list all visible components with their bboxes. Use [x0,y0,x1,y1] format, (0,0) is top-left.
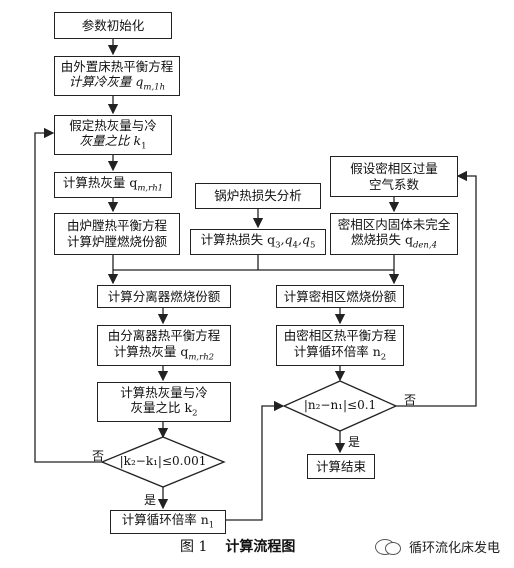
furnace-line1: 由炉膛热平衡方程 [66,218,167,234]
cold-ash-line1: 由外置床热平衡方程 [60,58,174,74]
cold-ash-line2: 计算冷灰量 q [68,74,144,90]
init-box: 参数初始化 [54,12,172,39]
cold-ash-box: 由外置床热平衡方程 计算冷灰量 qm,1h [54,56,180,96]
assume-k1-box: 假定热灰量与冷 灰量之比 k1 [54,115,172,155]
dense-balance-box: 由密相区热平衡方程 计算循环倍率 n2 [276,325,404,366]
heat-loss-sub4: 4 [292,240,298,251]
end-box: 计算结束 [307,454,375,479]
assume-air-line1: 假设密相区过量 [350,160,438,176]
assume-air-line2: 空气系数 [368,176,419,192]
calc-k2-box: 计算热灰量与冷 灰量之比 k2 [97,382,231,422]
hot-ash-sub: m,rh1 [137,183,164,194]
boiler-loss-text: 锅炉热损失分析 [214,188,302,204]
furnace-box: 由炉膛热平衡方程 计算炉膛燃烧份额 [54,213,180,255]
calc-n1-sub: 1 [208,520,215,531]
label-n-no: 否 [404,393,417,407]
sep-balance-line1: 由分离器热平衡方程 [107,328,221,344]
furnace-line2: 计算炉膛燃烧份额 [66,234,167,249]
sep-share-box: 计算分离器燃烧份额 [97,285,231,308]
figure-title: 计算流程图 [225,539,296,555]
dense-balance-sub: 2 [380,352,387,363]
sep-balance-line2: 计算热灰量 q [113,343,189,359]
dense-loss-box: 密相区内固体未完全 燃烧损失 qden,4 [330,213,458,255]
sep-balance-box: 由分离器热平衡方程 计算热灰量 qm,rh2 [97,325,231,366]
assume-k1-sub: 1 [141,141,147,152]
hot-ash-line1: 计算热灰量 q [62,175,138,191]
end-text: 计算结束 [315,458,366,474]
calc-n1-text: 计算循环倍率 n [121,512,209,528]
dense-share-box: 计算密相区燃烧份额 [276,285,404,308]
decision-n-text: |n₂−n₁|≤0.1 [303,398,377,412]
label-k-no: 否 [92,449,105,463]
watermark-text: 循环流化床发电 [408,540,500,556]
heat-loss-sub3: 3 [275,240,281,251]
decision-k-text: |k₂−k₁|≤0.001 [119,454,207,468]
dense-balance-line2: 计算循环倍率 n [293,343,381,359]
watermark: 循环流化床发电 [374,536,500,556]
boiler-loss-box: 锅炉热损失分析 [195,183,321,209]
hot-ash-box: 计算热灰量 qm,rh1 [54,172,172,198]
dense-loss-sub: den,4 [412,240,438,251]
cold-ash-sub: m,1h [143,82,166,93]
dense-share-text: 计算密相区燃烧份额 [283,288,397,304]
dense-loss-line2: 燃烧损失 q [350,232,413,248]
label-n-yes: 是 [348,435,361,449]
dense-balance-line1: 由密相区热平衡方程 [283,328,397,344]
heat-loss-text: 计算热损失 q [200,232,276,248]
figure-caption: 图 1 计算流程图 [180,536,295,556]
calc-k2-sub: 2 [192,408,198,419]
heat-loss-sub5: 5 [309,240,316,251]
assume-k1-line2: 灰量之比 k [79,133,142,149]
sep-balance-sub: m,rh2 [188,352,215,363]
decision-n-diamond [282,380,398,432]
wechat-icon [374,536,403,556]
dense-loss-line1: 密相区内固体未完全 [337,216,451,232]
label-k-yes: 是 [144,493,157,507]
assume-air-box: 假设密相区过量 空气系数 [330,156,458,197]
decision-k-diamond [100,436,226,488]
calc-k2-line1: 计算热灰量与冷 [120,384,208,400]
sep-share-text: 计算分离器燃烧份额 [107,288,221,304]
init-text: 参数初始化 [81,17,145,33]
assume-k1-line1: 假定热灰量与冷 [69,117,157,133]
figure-number: 图 1 [180,539,208,555]
calc-k2-line2: 灰量之比 k [130,400,193,416]
heat-loss-box: 计算热损失 q3,q4,q5 [190,229,326,255]
calc-n1-box: 计算循环倍率 n1 [110,510,226,534]
